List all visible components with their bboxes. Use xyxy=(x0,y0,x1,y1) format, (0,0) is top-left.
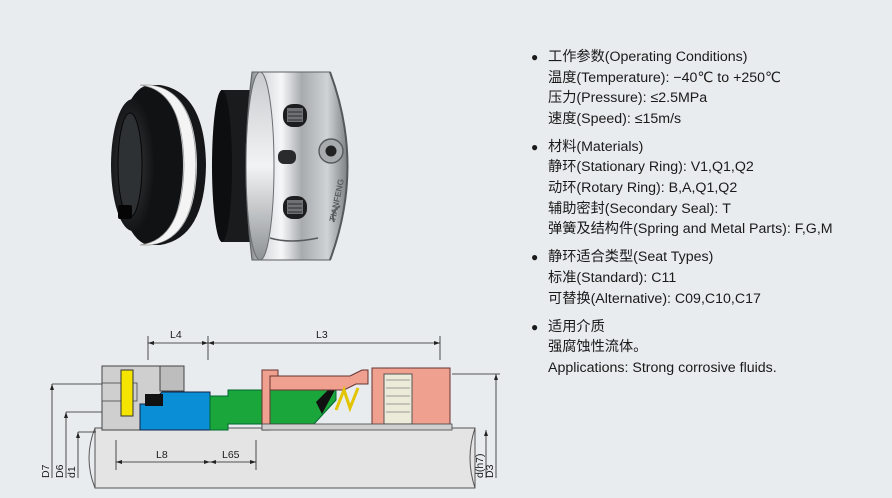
wave-spring xyxy=(334,385,360,413)
shaft xyxy=(88,427,476,489)
spec-line: 可替换(Alternative): C09,C10,C17 xyxy=(548,290,761,307)
label-d7: D7 xyxy=(40,464,52,478)
label-d3: D3 xyxy=(484,464,496,478)
dimension-lines xyxy=(51,336,500,478)
label-l3: L3 xyxy=(316,329,328,341)
spec-line: 压力(Pressure): ≤2.5MPa xyxy=(548,90,708,107)
spec-line: Applications: Strong corrosive fluids. xyxy=(548,359,777,376)
label-l4: L4 xyxy=(170,329,182,341)
bullet-icon: ● xyxy=(531,319,539,334)
spec-section-applications: ● 适用介质 强腐蚀性流体。 Applications: Strong corr… xyxy=(531,317,886,379)
spec-section-materials: ● 材料(Materials) 静环(Stationary Ring): V1,… xyxy=(531,137,886,240)
spec-line: 速度(Speed): ≤15m/s xyxy=(548,110,682,127)
spec-heading: 适用介质 xyxy=(548,318,605,335)
bullet-icon: ● xyxy=(531,250,539,265)
spec-line: 静环(Stationary Ring): V1,Q1,Q2 xyxy=(548,159,754,176)
spec-section-operating-conditions: ● 工作参数(Operating Conditions) 温度(Temperat… xyxy=(531,47,886,129)
spec-heading: 材料(Materials) xyxy=(548,138,644,155)
spec-heading: 工作参数(Operating Conditions) xyxy=(548,49,748,65)
spec-line: 动环(Rotary Ring): B,A,Q1,Q2 xyxy=(548,180,738,197)
label-l8: L8 xyxy=(156,449,168,461)
label-d1: d1 xyxy=(66,466,78,478)
specifications-panel: ● 工作参数(Operating Conditions) 温度(Temperat… xyxy=(531,47,886,386)
label-dh7: d(h7) xyxy=(474,453,486,478)
spec-line: 弹簧及结构件(Spring and Metal Parts): F,G,M xyxy=(548,221,833,238)
bullet-icon: ● xyxy=(531,139,539,154)
label-l65: L65 xyxy=(222,449,240,461)
stationary-seat-photo xyxy=(111,84,206,246)
spec-section-seat-types: ● 静环适合类型(Seat Types) 标准(Standard): C11 可… xyxy=(531,247,886,309)
spec-heading: 静环适合类型(Seat Types) xyxy=(548,249,714,266)
rotary-unit-photo: TIANFENG xyxy=(212,71,349,261)
dimension-arrows xyxy=(50,341,498,464)
anti-rotation-pin xyxy=(120,369,134,417)
spec-line: 标准(Standard): C11 xyxy=(548,269,677,286)
metal-parts xyxy=(261,367,453,431)
spec-line: 辅助密封(Secondary Seal): T xyxy=(548,200,731,217)
stationary-ring xyxy=(139,391,211,431)
rotary-ring xyxy=(209,381,337,431)
spec-line: 强腐蚀性流体。 xyxy=(548,339,648,356)
spec-line: 温度(Temperature): −40℃ to +250℃ xyxy=(548,69,781,86)
label-d6: D6 xyxy=(54,464,66,478)
bullet-icon: ● xyxy=(531,50,539,64)
